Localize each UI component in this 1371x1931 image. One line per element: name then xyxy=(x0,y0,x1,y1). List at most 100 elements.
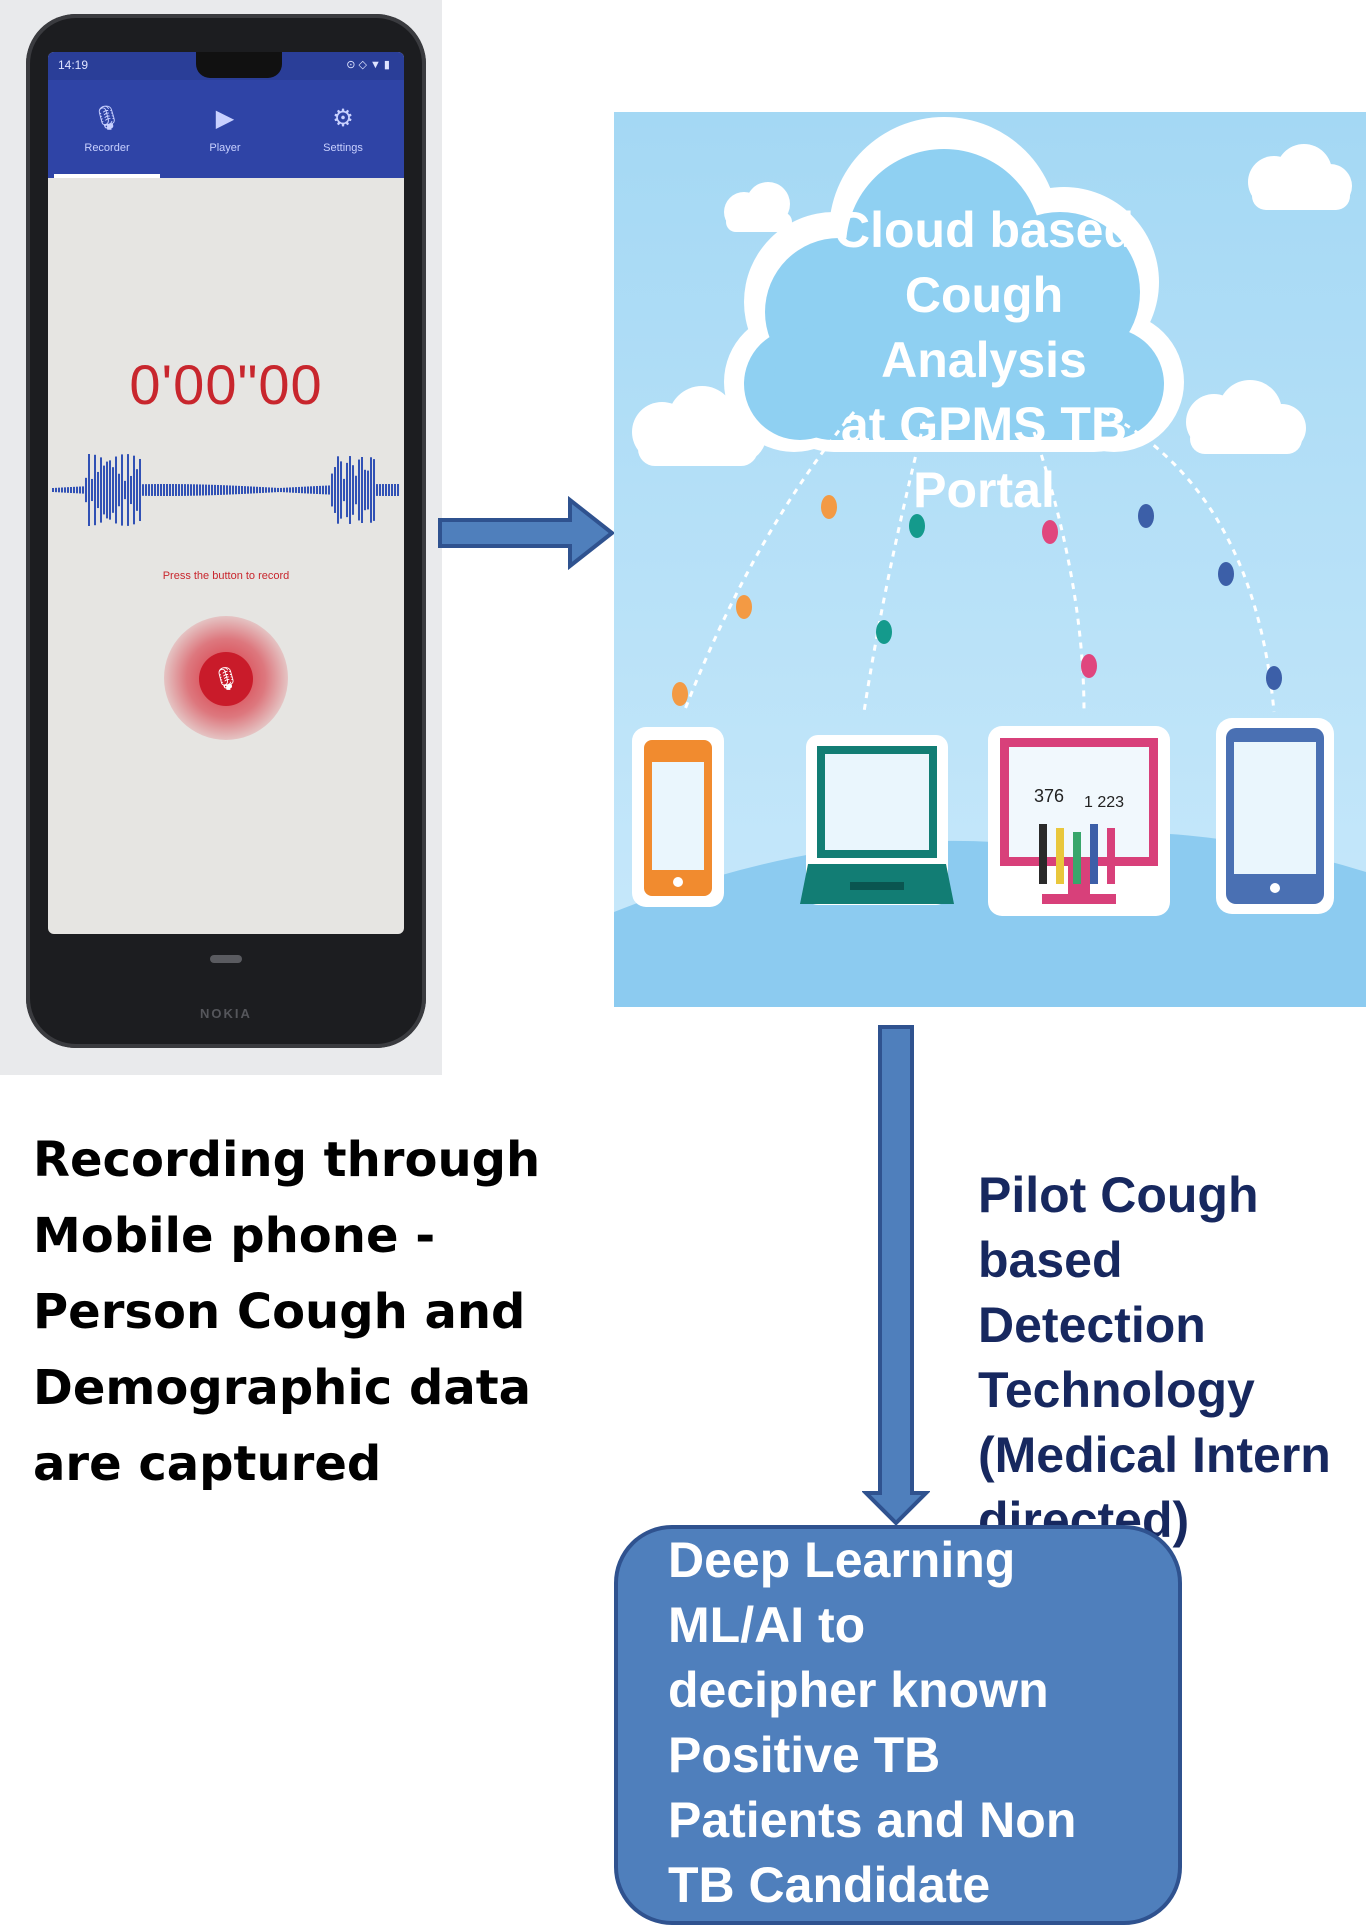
waveform-bar xyxy=(337,456,339,524)
waveform-bar xyxy=(283,487,285,493)
waveform-bar xyxy=(394,484,396,496)
waveform-bar xyxy=(355,475,357,505)
smartphone-icon xyxy=(632,727,724,907)
deep-learning-box xyxy=(614,1525,1182,1925)
waveform-bar xyxy=(292,487,294,493)
waveform-bar xyxy=(340,461,342,519)
network-links xyxy=(682,410,1276,713)
pilot-caption: Pilot Cough based Detection Technology (… xyxy=(978,1163,1370,1553)
waveform-bar xyxy=(157,484,159,496)
waveform-bar xyxy=(274,487,276,493)
tab-recorder[interactable]: 🎙 Recorder xyxy=(48,80,166,178)
caption-line: are captured xyxy=(33,1436,382,1492)
waveform-bar xyxy=(88,454,90,526)
waveform-bar xyxy=(229,485,231,495)
waveform-bar xyxy=(103,465,105,515)
dl-line: Positive TB xyxy=(668,1727,941,1783)
waveform-bar xyxy=(301,486,303,494)
cloud-title-line: Cloud based xyxy=(833,202,1135,258)
waveform-bar xyxy=(79,486,81,494)
audio-waveform xyxy=(52,454,399,526)
waveform-bar xyxy=(112,467,114,513)
tablet-icon xyxy=(1216,718,1334,914)
waveform-bar xyxy=(232,485,234,495)
waveform-bar xyxy=(280,487,282,493)
brand-label: NOKIA xyxy=(200,1006,252,1021)
record-button[interactable]: 🎙 xyxy=(199,652,253,706)
status-time: 14:19 xyxy=(58,58,89,72)
waveform-bar xyxy=(304,486,306,494)
pilot-line: Pilot Cough xyxy=(978,1167,1259,1223)
waveform-bar xyxy=(361,457,363,523)
waveform-bar xyxy=(139,458,141,522)
cloud-title-line: Cough xyxy=(904,267,1064,323)
waveform-bar xyxy=(391,484,393,496)
waveform-bar xyxy=(73,486,75,494)
waveform-bar xyxy=(310,486,312,494)
waveform-bar xyxy=(154,484,156,496)
waveform-bar xyxy=(346,462,348,518)
waveform-bar xyxy=(256,486,258,494)
waveform-bar xyxy=(91,478,93,502)
waveform-bar xyxy=(250,486,252,494)
waveform-bar xyxy=(307,486,309,494)
waveform-bar xyxy=(328,485,330,495)
dl-line: TB Candidate xyxy=(668,1857,991,1913)
waveform-bar xyxy=(334,467,336,513)
waveform-bar xyxy=(199,484,201,496)
caption-line: Person Cough and xyxy=(33,1284,526,1340)
monitor-number-2: 1 223 xyxy=(1084,794,1124,811)
waveform-bar xyxy=(382,484,384,496)
waveform-bar xyxy=(172,484,174,496)
waveform-bar xyxy=(109,460,111,520)
waveform-bar xyxy=(64,487,66,493)
microphone-icon: 🎙 xyxy=(91,105,123,132)
tab-settings[interactable]: ⚙ Settings xyxy=(284,80,402,178)
waveform-bar xyxy=(163,484,165,496)
main-cloud xyxy=(724,117,1184,452)
waveform-bar xyxy=(397,484,399,496)
waveform-bar xyxy=(241,486,243,494)
active-tab-indicator xyxy=(54,174,160,178)
status-icons: ⊙ ◇ ▼ ▮ xyxy=(346,59,390,71)
waveform-bar xyxy=(238,485,240,495)
waveform-bar xyxy=(211,484,213,496)
microphone-icon: 🎙 xyxy=(212,666,240,691)
waveform-bar xyxy=(295,487,297,493)
waveform-bar xyxy=(214,484,216,496)
tab-player[interactable]: ▶ Player xyxy=(166,80,284,178)
waveform-bar xyxy=(181,484,183,496)
waveform-bar xyxy=(55,487,57,493)
waveform-bar xyxy=(370,457,372,523)
waveform-bar xyxy=(184,484,186,496)
waveform-bar xyxy=(343,478,345,502)
waveform-bar xyxy=(127,454,129,526)
waveform-bar xyxy=(52,488,54,492)
waveform-bar xyxy=(352,465,354,515)
cloud-illustration: 376 1 223 Cloud based Cough Analysis at … xyxy=(614,112,1366,1007)
waveform-bar xyxy=(178,484,180,496)
waveform-bar xyxy=(76,486,78,494)
waveform-bar xyxy=(118,473,120,507)
waveform-bar xyxy=(205,484,207,496)
down-arrow xyxy=(862,1025,930,1526)
waveform-bar xyxy=(160,484,162,496)
waveform-bar xyxy=(286,487,288,493)
tab-label: Recorder xyxy=(84,142,130,154)
cloud-title-line: Portal xyxy=(913,462,1055,518)
waveform-bar xyxy=(130,475,132,505)
waveform-bar xyxy=(124,480,126,500)
waveform-bar xyxy=(379,484,381,496)
deep-learning-text: Deep Learning ML/AI to decipher known Po… xyxy=(668,1528,1208,1918)
waveform-bar xyxy=(85,477,87,503)
caption-line: Demographic data xyxy=(33,1360,532,1416)
waveform-bar xyxy=(166,484,168,496)
waveform-bar xyxy=(247,486,249,494)
waveform-bar xyxy=(202,484,204,496)
laptop-icon xyxy=(800,735,954,905)
waveform-bar xyxy=(373,459,375,521)
network-nodes xyxy=(672,495,1282,706)
waveform-bar xyxy=(208,484,210,496)
gear-icon: ⚙ xyxy=(332,105,354,132)
waveform-bar xyxy=(268,487,270,493)
